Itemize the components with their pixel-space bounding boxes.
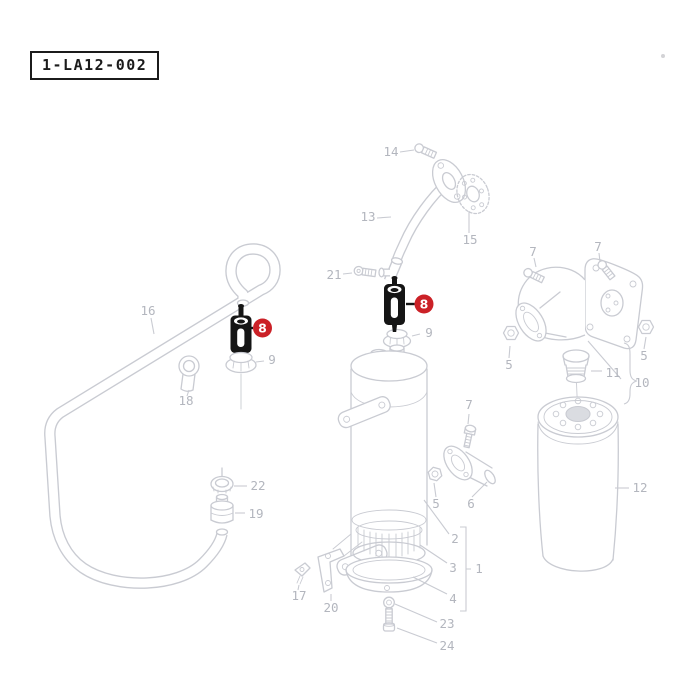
callout-12[interactable]: 12 xyxy=(632,480,647,495)
pipe16-hose-end xyxy=(215,528,229,536)
callout-7-head-right[interactable]: 7 xyxy=(594,239,602,254)
highlight-badge-8-left[interactable]: 8 xyxy=(249,318,272,338)
callout-labels: 16 18 22 19 9 21 13 14 15 9 7 5 6 2 3 1 … xyxy=(140,144,649,653)
badge-8-right-number: 8 xyxy=(420,297,429,312)
badge-8-left-number: 8 xyxy=(258,321,267,336)
callout-7-mid[interactable]: 7 xyxy=(465,397,473,412)
part-filter-canister-body xyxy=(336,344,433,593)
group-bracket-10 xyxy=(587,340,638,405)
callout-11[interactable]: 11 xyxy=(605,365,620,380)
part-bolt-7-head-right xyxy=(597,260,616,281)
callout-leader-lines xyxy=(150,149,647,644)
part-filter-head-housing xyxy=(515,258,644,350)
callout-13[interactable]: 13 xyxy=(360,209,375,224)
part-pipe-13 xyxy=(391,179,451,265)
callout-21[interactable]: 21 xyxy=(326,267,341,282)
part-bolt-24 xyxy=(382,606,396,632)
part-clamp-18 xyxy=(178,355,200,392)
callout-18[interactable]: 18 xyxy=(178,393,193,408)
part-bolt-7-head-left xyxy=(523,267,545,284)
part-bracket-20 xyxy=(317,533,363,593)
part-bolt-14 xyxy=(414,143,438,159)
callout-2[interactable]: 2 xyxy=(451,531,459,546)
part-cap-22 xyxy=(210,467,234,494)
drawing-number-box: 1-LA12-002 xyxy=(30,51,160,80)
highlight-badge-8-right[interactable]: 8 xyxy=(406,294,434,314)
part-fitting-19 xyxy=(210,493,234,524)
callout-20[interactable]: 20 xyxy=(323,600,338,615)
callout-5-mid[interactable]: 5 xyxy=(432,496,440,511)
part-fitting-9-left xyxy=(225,351,257,410)
callout-19[interactable]: 19 xyxy=(248,506,263,521)
callout-5-head-right[interactable]: 5 xyxy=(640,348,648,363)
group-bracket-1 xyxy=(460,526,471,612)
callout-22[interactable]: 22 xyxy=(250,478,265,493)
part-gasket-15 xyxy=(456,173,490,215)
callout-7-head-left[interactable]: 7 xyxy=(529,244,537,259)
callout-9-left[interactable]: 9 xyxy=(268,352,276,367)
part-cartridge-12 xyxy=(537,396,619,572)
part-nut-5-head-right xyxy=(637,319,655,335)
callout-1[interactable]: 1 xyxy=(475,561,483,576)
part-pipe-16 xyxy=(44,243,281,589)
part-fitting-11 xyxy=(562,349,590,408)
print-speck xyxy=(661,54,665,58)
part-washer-23 xyxy=(383,596,395,609)
part-nut-5-mid xyxy=(427,466,443,482)
callout-23[interactable]: 23 xyxy=(439,616,454,631)
callout-16[interactable]: 16 xyxy=(140,303,155,318)
filter-element-ribs xyxy=(357,526,421,559)
callout-14[interactable]: 14 xyxy=(383,144,398,159)
part-flange-6 xyxy=(443,445,496,487)
callout-6[interactable]: 6 xyxy=(467,496,475,511)
part-sleeve-8-left-highlighted[interactable] xyxy=(230,304,252,361)
part-bolt-21 xyxy=(353,265,377,278)
callout-24[interactable]: 24 xyxy=(439,638,454,653)
part-clip-17 xyxy=(294,562,311,585)
callout-5-head-left[interactable]: 5 xyxy=(505,357,513,372)
part-elbow-union xyxy=(378,257,404,284)
callout-9-right[interactable]: 9 xyxy=(425,325,433,340)
callout-4[interactable]: 4 xyxy=(449,591,457,606)
part-sleeve-8-right-highlighted[interactable] xyxy=(384,276,405,332)
callout-10[interactable]: 10 xyxy=(634,375,649,390)
part-bolt-7-mid xyxy=(463,424,477,449)
callout-17[interactable]: 17 xyxy=(291,588,306,603)
callout-15[interactable]: 15 xyxy=(462,232,477,247)
part-nut-5-head-left xyxy=(502,325,520,341)
callout-3[interactable]: 3 xyxy=(449,560,457,575)
